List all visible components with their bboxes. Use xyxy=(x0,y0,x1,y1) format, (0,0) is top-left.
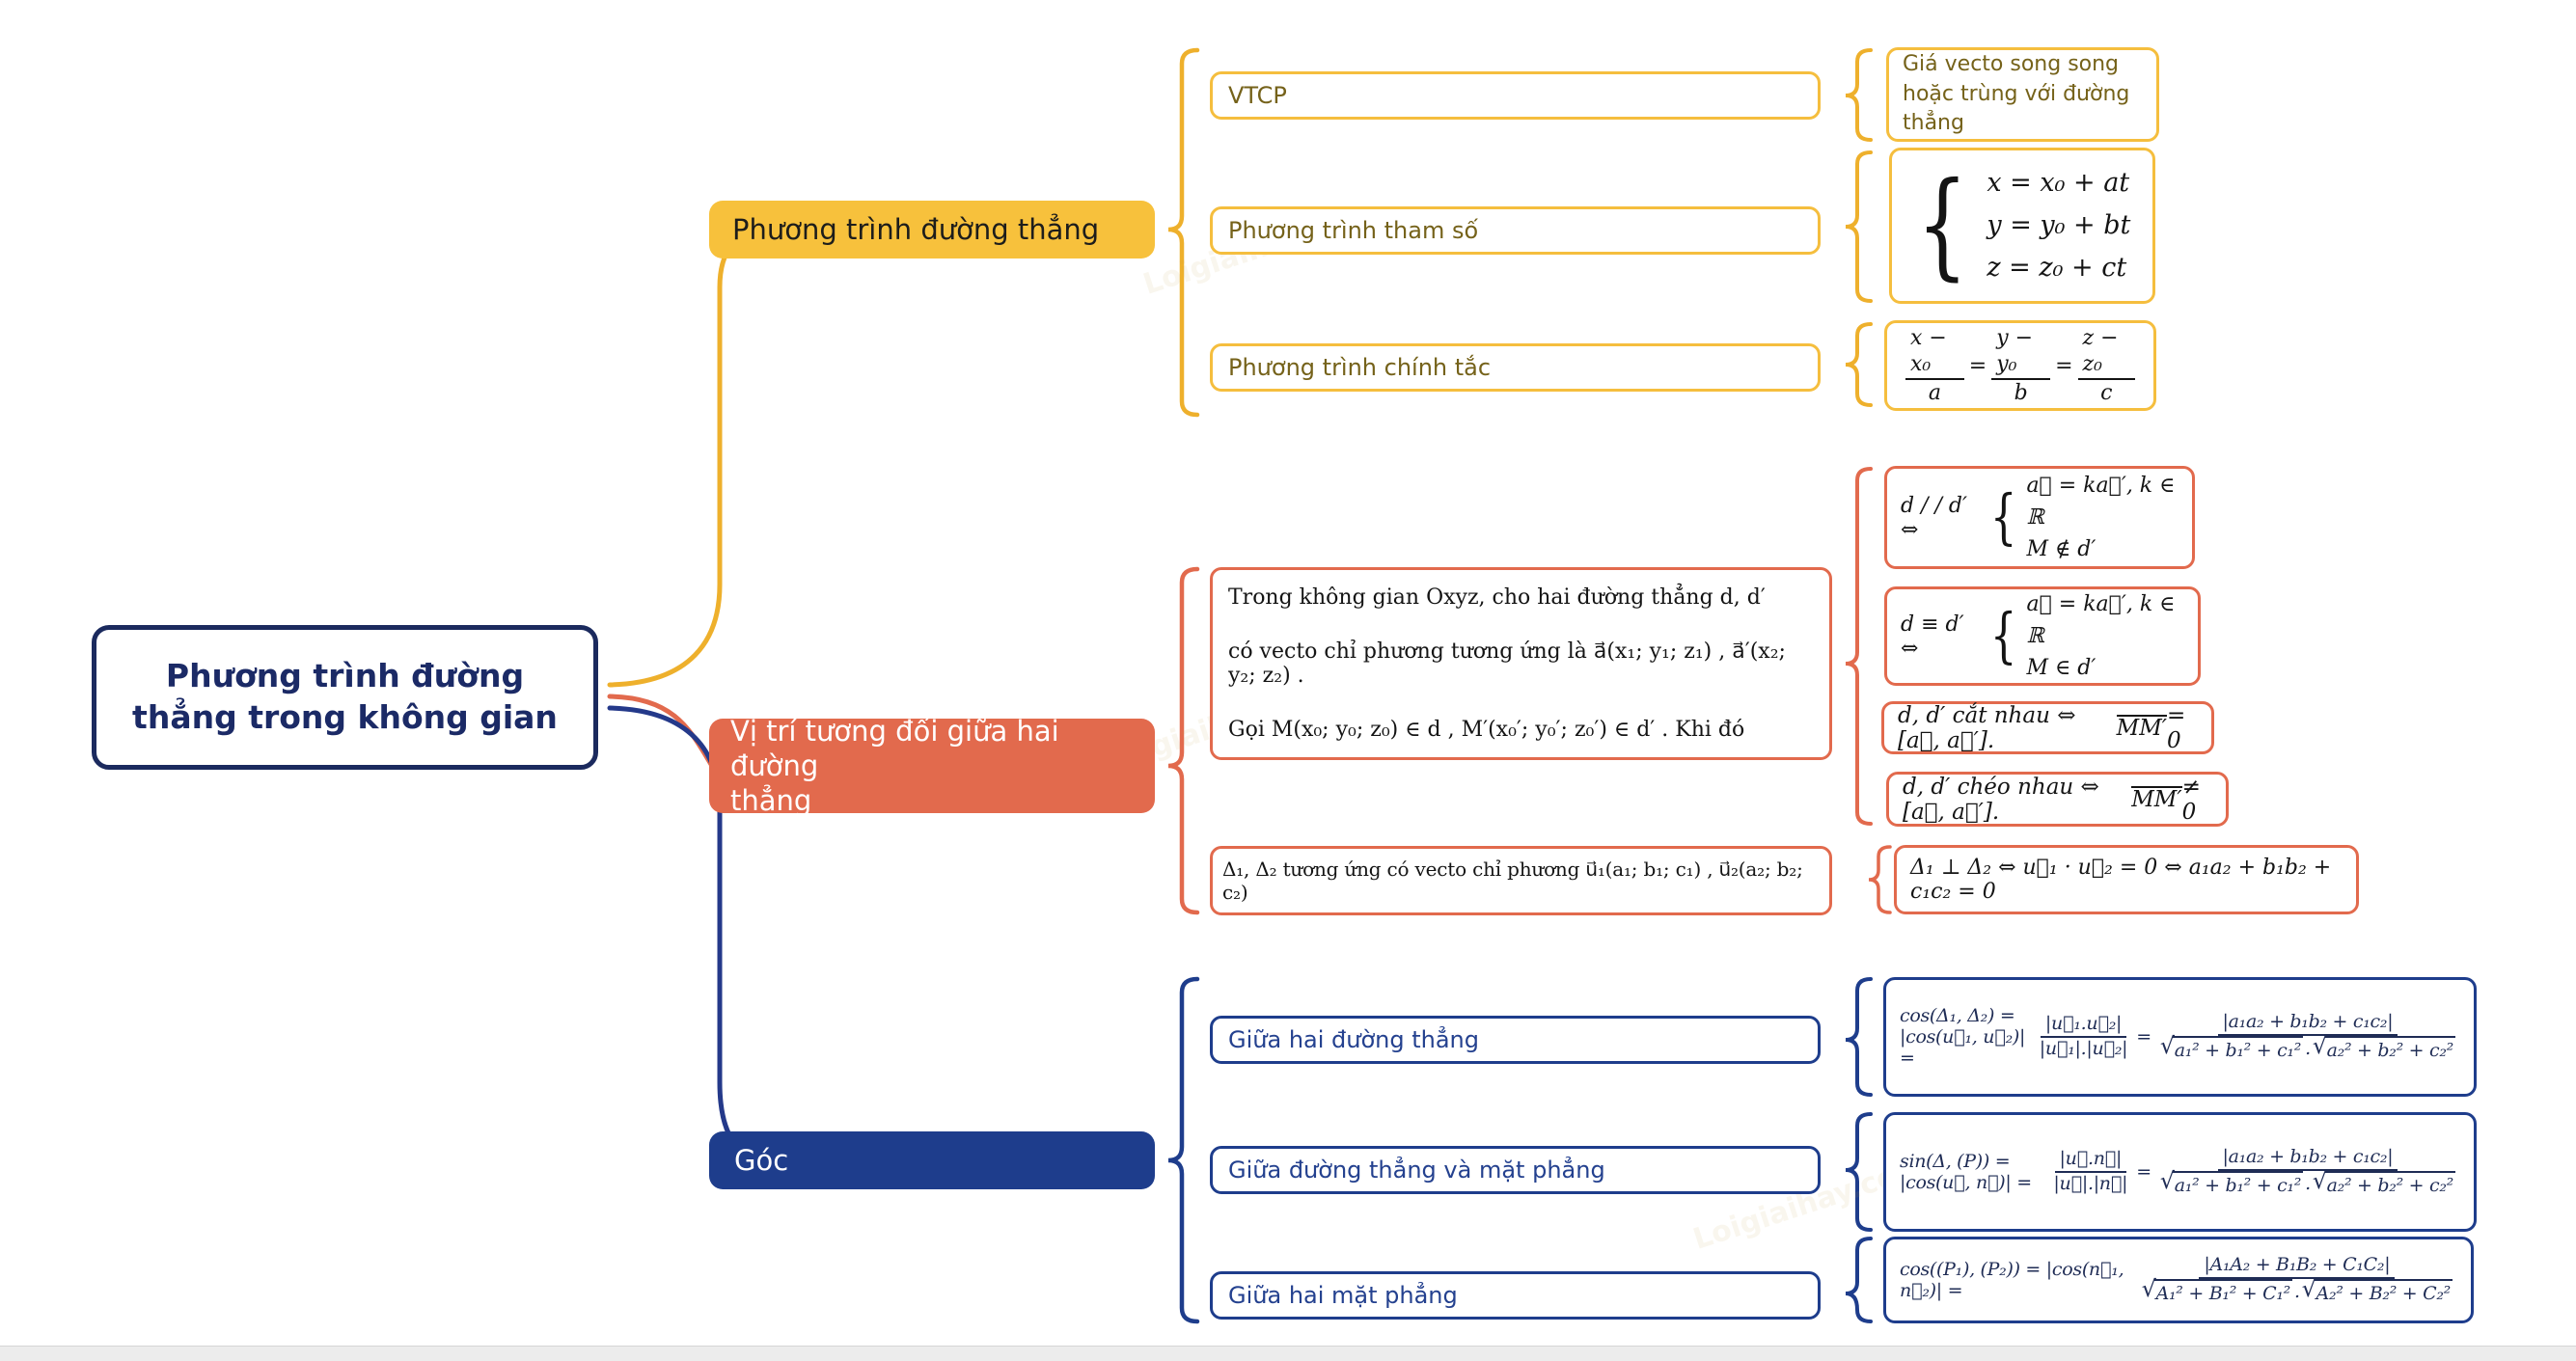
sqrt-sign: √ xyxy=(2312,1032,2327,1059)
brace-red-children xyxy=(1167,566,1200,915)
system-brace: { xyxy=(1989,600,2017,671)
formula-lhs: sin(Δ, (P)) = |cos(u⃗, n⃗)| = xyxy=(1900,1151,2032,1193)
branch-label: Phương trình đường thẳng xyxy=(732,213,1100,246)
formula-line: M ∉ d′ xyxy=(2026,537,2096,561)
subtopic-label: Phương trình chính tắc xyxy=(1228,354,1492,381)
formula-line: z = z₀ + ct xyxy=(1987,252,2127,283)
formula-lhs: cos((P₁), (P₂)) = |cos(n⃗₁, n⃗₂)| = xyxy=(1900,1259,2124,1301)
branch-node-angle[interactable]: Góc xyxy=(709,1131,1155,1189)
system-brace: { xyxy=(1916,157,1968,292)
formula-pre: d, d′ chéo nhau ⇔ [a⃗, a⃗′]. xyxy=(1903,774,2099,825)
brace-canonical-formula xyxy=(1845,322,1873,407)
subtopic-angle-line-plane[interactable]: Giữa đường thẳng và mặt phẳng xyxy=(1210,1146,1821,1194)
formula-lhs: d / / d′ ⇔ xyxy=(1901,493,1967,542)
formula-line: M ∈ d′ xyxy=(2026,656,2096,680)
equals-sign: = xyxy=(2136,1026,2151,1048)
vector-overline: MM′ xyxy=(2116,715,2167,742)
subtopic-label: Giữa hai đường thẳng xyxy=(1228,1026,1480,1053)
formula-parallel[interactable]: d / / d′ ⇔ { a⃗ = ka⃗′, k ∈ ℝ M ∉ d′ xyxy=(1884,466,2195,569)
sqrt-sign: √ xyxy=(2141,1275,2156,1302)
brace-cos-two-planes xyxy=(1845,1237,1873,1323)
note-text: Δ₁, Δ₂ tương ứng có vecto chỉ phương u⃗₁… xyxy=(1222,857,1803,904)
brace-yellow-children xyxy=(1167,47,1200,418)
brace-relative-cases xyxy=(1845,467,1873,826)
formula-parametric[interactable]: { x = x₀ + at y = y₀ + bt z = z₀ + ct xyxy=(1889,148,2155,304)
intro-line: Gọi M(x₀; y₀; z₀) ∈ d , M′(x₀′; y₀′; z₀′… xyxy=(1228,718,1745,742)
fraction: |u⃗.n⃗||u⃗|.|n⃗| xyxy=(2053,1148,2128,1194)
formula-intersect[interactable]: d, d′ cắt nhau ⇔ [a⃗, a⃗′]. MM′ = 0 xyxy=(1881,701,2214,754)
formula-pre: d, d′ cắt nhau ⇔ [a⃗, a⃗′]. xyxy=(1898,702,2076,753)
formula-lhs: d ≡ d′ ⇔ xyxy=(1901,612,1964,661)
system-brace: { xyxy=(1989,481,2017,553)
branch-node-relative-position[interactable]: Vị trí tương đối giữa hai đường thẳng xyxy=(709,715,1155,817)
formula-post: = 0 xyxy=(2167,702,2186,753)
note-text: Giá vecto song song hoặc trùng với đường… xyxy=(1903,51,2130,136)
branch-label: Vị trí tương đối giữa hai đường thẳng xyxy=(730,714,1059,818)
formula-line: a⃗ = ka⃗′, k ∈ ℝ xyxy=(2026,474,2176,530)
formula-skew[interactable]: d, d′ chéo nhau ⇔ [a⃗, a⃗′]. MM′ ≠ 0 xyxy=(1886,772,2229,827)
subtopic-vtcp[interactable]: VTCP xyxy=(1210,71,1821,120)
intro-line: Trong không gian Oxyz, cho hai đường thẳ… xyxy=(1228,585,1766,610)
formula-text: Δ₁ ⊥ Δ₂ ⇔ u⃗₁ · u⃗₂ = 0 ⇔ a₁a₂ + b₁b₂ + … xyxy=(1910,856,2332,904)
formula-cos-two-lines[interactable]: cos(Δ₁, Δ₂) = |cos(u⃗₁, u⃗₂)| = |u⃗₁.u⃗₂… xyxy=(1883,977,2477,1097)
fraction: |a₁a₂ + b₁b₂ + c₁c₂| √a₁² + b₁² + c₁² . … xyxy=(2159,1011,2455,1061)
note-oxyz-intro[interactable]: Trong không gian Oxyz, cho hai đường thẳ… xyxy=(1210,567,1832,760)
brace-parametric-formula xyxy=(1845,150,1873,303)
branch-label: Góc xyxy=(734,1144,789,1177)
subtopic-label: Phương trình tham số xyxy=(1228,217,1479,244)
subtopic-parametric[interactable]: Phương trình tham số xyxy=(1210,206,1821,255)
equals-sign: = xyxy=(2136,1161,2151,1183)
vector-overline: MM′ xyxy=(2131,786,2182,813)
equals-sign: = xyxy=(2055,353,2073,378)
formula-line: y = y₀ + bt xyxy=(1987,210,2131,241)
connector-yellow-branch xyxy=(607,227,775,688)
sqrt-sign: √ xyxy=(2159,1167,2175,1194)
subtopic-label: Giữa đường thẳng và mặt phẳng xyxy=(1228,1157,1605,1184)
formula-lhs: cos(Δ₁, Δ₂) = |cos(u⃗₁, u⃗₂)| = xyxy=(1900,1005,2026,1069)
brace-perpendicular xyxy=(1868,845,1892,914)
subtopic-canonical[interactable]: Phương trình chính tắc xyxy=(1210,343,1821,392)
branch-node-line-equations[interactable]: Phương trình đường thẳng xyxy=(709,201,1155,259)
subtopic-angle-two-lines[interactable]: Giữa hai đường thẳng xyxy=(1210,1016,1821,1064)
brace-cos-two-lines xyxy=(1845,977,1873,1097)
page-bottom-edge xyxy=(0,1346,2576,1361)
formula-cos-two-planes[interactable]: cos((P₁), (P₂)) = |cos(n⃗₁, n⃗₂)| = |A₁A… xyxy=(1883,1237,2474,1323)
subtopic-angle-two-planes[interactable]: Giữa hai mặt phẳng xyxy=(1210,1271,1821,1320)
root-title: Phương trình đường thẳng trong không gia… xyxy=(132,657,558,736)
formula-line: x = x₀ + at xyxy=(1987,168,2130,199)
intro-line: có vecto chỉ phương tương ứng là a⃗(x₁; … xyxy=(1228,640,1786,688)
brace-vtcp-note xyxy=(1845,48,1873,142)
formula-post: ≠ 0 xyxy=(2181,774,2201,825)
note-vtcp-desc[interactable]: Giá vecto song song hoặc trùng với đường… xyxy=(1886,47,2159,142)
brace-blue-children xyxy=(1167,976,1200,1324)
formula-line: a⃗ = ka⃗′, k ∈ ℝ xyxy=(2026,592,2176,648)
note-direction-vectors[interactable]: Δ₁, Δ₂ tương ứng có vecto chỉ phương u⃗₁… xyxy=(1210,846,1832,915)
sqrt-sign: √ xyxy=(2301,1275,2316,1302)
fraction: |u⃗₁.u⃗₂||u⃗₁|.|u⃗₂| xyxy=(2039,1013,2128,1059)
root-node[interactable]: Phương trình đường thẳng trong không gia… xyxy=(92,625,598,770)
sqrt-sign: √ xyxy=(2159,1032,2175,1059)
subtopic-label: VTCP xyxy=(1228,82,1287,109)
subtopic-label: Giữa hai mặt phẳng xyxy=(1228,1282,1458,1309)
fraction: |a₁a₂ + b₁b₂ + c₁c₂| √a₁² + b₁² + c₁² . … xyxy=(2159,1146,2455,1196)
brace-sin-line-plane xyxy=(1845,1112,1873,1232)
sqrt-sign: √ xyxy=(2312,1167,2327,1194)
formula-sin-line-plane[interactable]: sin(Δ, (P)) = |cos(u⃗, n⃗)| = |u⃗.n⃗||u⃗… xyxy=(1883,1112,2477,1232)
fraction: |A₁A₂ + B₁B₂ + C₁C₂| √A₁² + B₁² + C₁² . … xyxy=(2141,1254,2453,1304)
formula-coincident[interactable]: d ≡ d′ ⇔ { a⃗ = ka⃗′, k ∈ ℝ M ∈ d′ xyxy=(1884,586,2201,686)
equals-sign: = xyxy=(1968,353,1987,378)
formula-perpendicular[interactable]: Δ₁ ⊥ Δ₂ ⇔ u⃗₁ · u⃗₂ = 0 ⇔ a₁a₂ + b₁b₂ + … xyxy=(1894,845,2359,914)
